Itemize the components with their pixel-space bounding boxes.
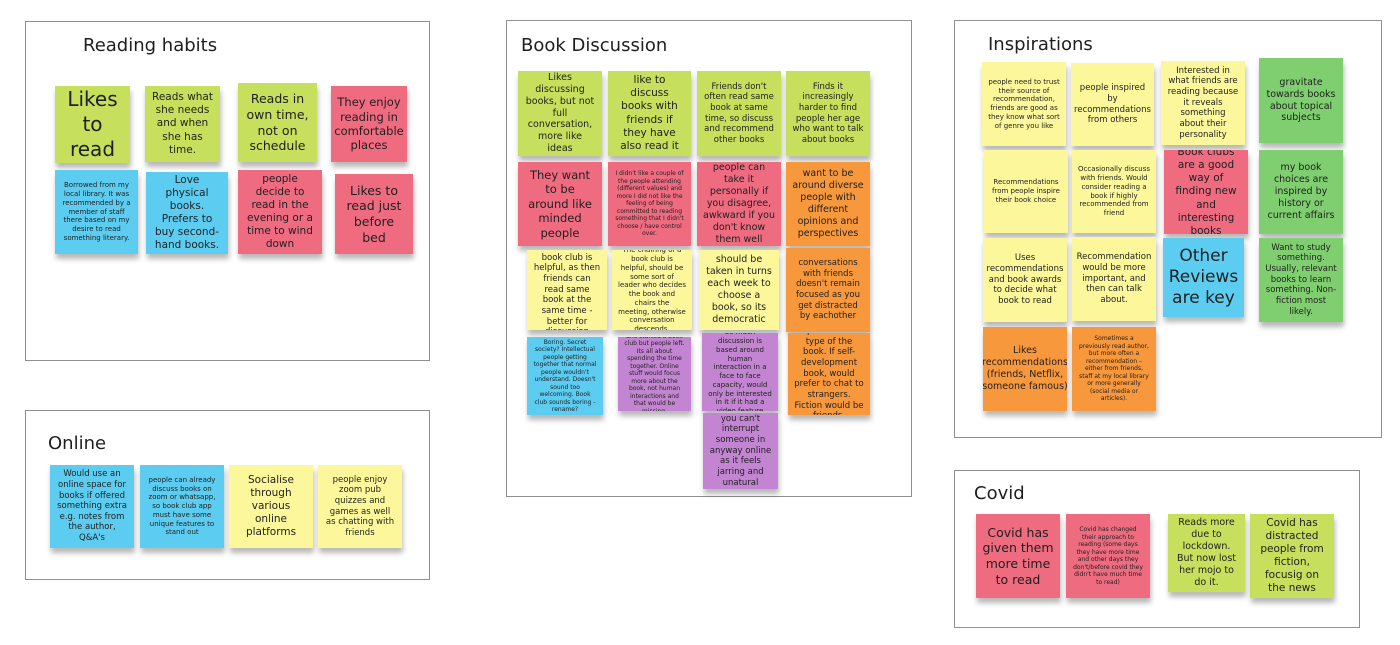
sticky-note[interactable]: people can take it personally if you dis… xyxy=(697,162,781,246)
frame-title: Reading habits xyxy=(83,35,218,56)
sticky-note[interactable]: Finds it increasingly harder to find peo… xyxy=(786,71,870,156)
sticky-note[interactable]: Boring. Secret society? Intellectual peo… xyxy=(527,337,603,415)
sticky-note[interactable]: Want to study something. Usually, releva… xyxy=(1259,238,1343,322)
sticky-note[interactable]: Covid has changed their approach to read… xyxy=(1066,514,1150,598)
sticky-note[interactable]: people decide to read in the evening or … xyxy=(238,170,322,254)
sticky-note[interactable]: They enjoy reading in comfortable places xyxy=(331,86,407,162)
sticky-note[interactable]: Interested in what friends are reading b… xyxy=(1161,61,1245,145)
frame-title: Covid xyxy=(974,483,1025,504)
sticky-note[interactable]: Would use an online space for books if o… xyxy=(50,465,134,548)
sticky-note[interactable]: people need to trust their source of rec… xyxy=(982,62,1066,146)
sticky-note[interactable]: Friends don't often read same book at sa… xyxy=(697,71,781,156)
sticky-note[interactable]: Covid has distracted people from fiction… xyxy=(1250,514,1334,598)
sticky-note[interactable]: Sometimes a previously read author, but … xyxy=(1072,327,1156,411)
sticky-note[interactable]: Recommendation would be more important, … xyxy=(1072,237,1156,321)
sticky-note[interactable]: people can already discuss books on zoom… xyxy=(140,465,224,548)
sticky-note[interactable]: She started a book club but people left.… xyxy=(618,337,691,411)
sticky-note[interactable]: Other Reviews are key xyxy=(1163,238,1244,317)
sticky-note[interactable]: I didn't like a couple of the people att… xyxy=(608,162,691,246)
sticky-note[interactable]: people inspired by recommendations from … xyxy=(1071,63,1154,146)
sticky-note[interactable]: Likes to read xyxy=(55,86,130,163)
sticky-note[interactable]: The chairing of a book club is helpful, … xyxy=(612,250,692,330)
sticky-note[interactable]: Love physical books. Prefers to buy seco… xyxy=(146,172,228,254)
sticky-note[interactable]: structure of book club is helpful, as th… xyxy=(527,250,607,330)
sticky-note[interactable]: Likes recommendations (friends, Netflix,… xyxy=(983,327,1067,411)
sticky-note[interactable]: Depends on the type of the book. If self… xyxy=(788,333,870,415)
sticky-note[interactable]: conversations with friends doesn't remai… xyxy=(786,248,870,332)
sticky-note[interactable]: gravitate towards books about topical su… xyxy=(1259,58,1343,143)
sticky-note[interactable]: Uses recommendations and book awards to … xyxy=(983,238,1067,322)
sticky-note[interactable]: Likes to read just before bed xyxy=(335,174,413,254)
frame-title: Book Discussion xyxy=(521,35,668,56)
sticky-note[interactable]: Covid has given them more time to read xyxy=(976,514,1060,598)
sticky-note[interactable]: you can't interrupt someone in anyway on… xyxy=(703,413,778,489)
sticky-note[interactable]: Recommendations from people inspire thei… xyxy=(984,150,1068,233)
sticky-note[interactable]: They want to be around like minded peopl… xyxy=(518,162,602,246)
sticky-note[interactable]: So much discussion is based around human… xyxy=(702,333,778,411)
sticky-note[interactable]: should be taken in turns each week to ch… xyxy=(699,250,779,330)
sticky-note[interactable]: Reads in own time, not on schedule xyxy=(238,83,317,162)
sticky-note[interactable]: Book clubs are a good way of finding new… xyxy=(1164,150,1248,234)
sticky-note[interactable]: Reads more due to lockdown. But now lost… xyxy=(1168,514,1245,592)
sticky-note[interactable]: Reads what she needs and when she has ti… xyxy=(145,86,220,162)
sticky-note[interactable]: Borrowed from my local library. It was r… xyxy=(55,170,138,254)
sticky-note[interactable]: Socialise through various online platfor… xyxy=(229,465,313,548)
sticky-note[interactable]: like to discuss books with friends if th… xyxy=(608,71,691,156)
sticky-note[interactable]: Occasionally discuss with friends. Would… xyxy=(1072,150,1156,233)
frame-title: Online xyxy=(48,433,107,454)
sticky-note[interactable]: my book choices are inspired by history … xyxy=(1259,150,1343,234)
frame-title: Inspirations xyxy=(988,34,1093,55)
sticky-note[interactable]: Likes discussing books, but not full con… xyxy=(518,71,602,156)
sticky-note[interactable]: want to be around diverse people with di… xyxy=(786,162,870,246)
sticky-note[interactable]: people enjoy zoom pub quizzes and games … xyxy=(318,465,402,548)
